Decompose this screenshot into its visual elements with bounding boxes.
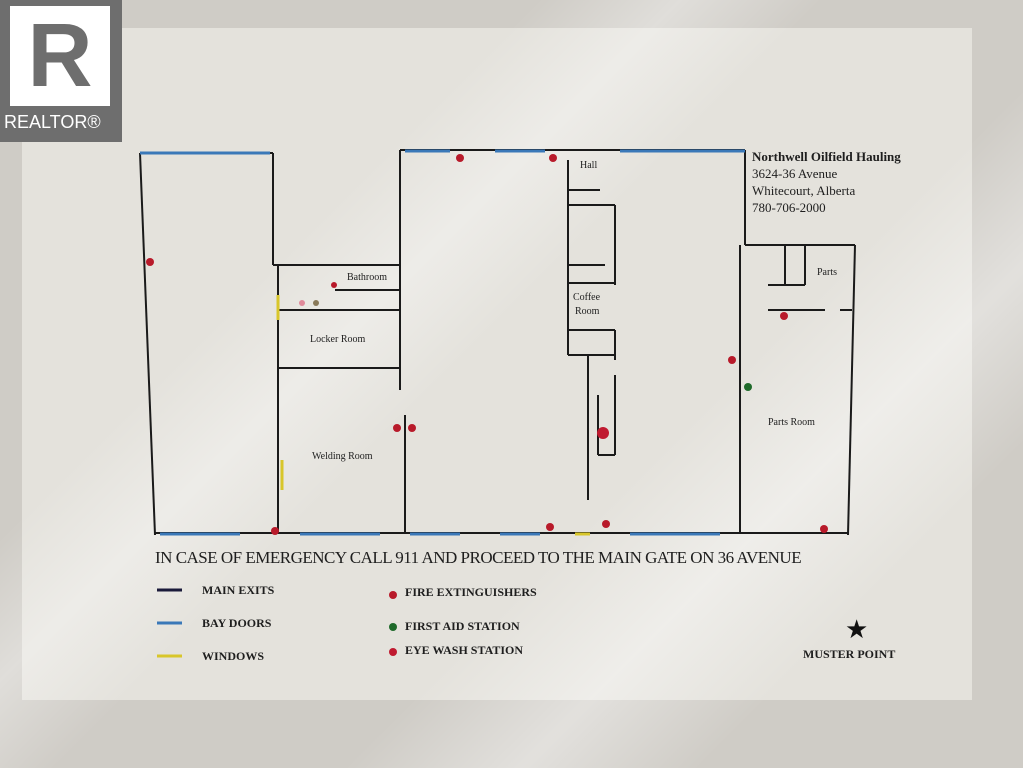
legend-muster-point: MUSTER POINT	[803, 647, 896, 661]
fire-extinguisher-marker	[146, 258, 154, 266]
company-city: Whitecourt, Alberta	[752, 183, 856, 198]
legend-bay-doors: BAY DOORS	[202, 616, 272, 630]
muster-point-star-icon: ★	[845, 615, 868, 644]
first-aid-marker	[744, 383, 752, 391]
fire-extinguisher-marker	[408, 424, 416, 432]
fire-extinguisher-marker	[271, 527, 279, 535]
legend-swatches: ★	[157, 588, 868, 658]
room-hall: Hall	[580, 160, 598, 171]
room-coffee-2: Room	[575, 306, 600, 317]
company-address: Northwell Oilfield Hauling 3624-36 Avenu…	[752, 148, 901, 216]
fire-extinguisher-marker	[393, 424, 401, 432]
fire-extinguisher-marker	[820, 525, 828, 533]
legend-first-aid: FIRST AID STATION	[405, 619, 520, 633]
legend-fire-extinguishers: FIRE EXTINGUISHERS	[405, 585, 537, 599]
fire-extinguisher-marker	[456, 154, 464, 162]
room-locker-room: Locker Room	[310, 334, 366, 345]
windows	[276, 295, 590, 536]
fire-extinguisher-swatch	[389, 591, 397, 599]
fire-extinguisher-marker	[728, 356, 736, 364]
eye-wash-swatch	[389, 648, 397, 656]
company-name: Northwell Oilfield Hauling	[752, 149, 901, 164]
legend-eye-wash: EYE WASH STATION	[405, 643, 524, 657]
room-welding-room: Welding Room	[312, 451, 373, 462]
fire-extinguisher-marker	[780, 312, 788, 320]
room-parts-room: Parts Room	[768, 417, 815, 428]
realtor-logo-text: REALTOR®	[4, 112, 101, 132]
bay-doors	[140, 149, 745, 536]
company-phone: 780-706-2000	[752, 200, 826, 215]
fire-extinguisher-marker	[549, 154, 557, 162]
legend-windows: WINDOWS	[202, 649, 265, 663]
eye-wash-marker	[299, 300, 305, 306]
company-street: 3624-36 Avenue	[752, 166, 838, 181]
realtor-r-icon: R	[10, 6, 110, 106]
legend-main-exits: MAIN EXITS	[202, 583, 275, 597]
floor-plan-sheet	[22, 28, 972, 700]
room-parts: Parts	[817, 267, 837, 278]
fire-extinguisher-marker	[546, 523, 554, 531]
room-coffee-1: Coffee	[573, 292, 601, 303]
markers	[146, 154, 828, 535]
fire-extinguisher-marker	[602, 520, 610, 528]
fire-extinguisher-marker	[331, 282, 337, 288]
emergency-notice: IN CASE OF EMERGENCY CALL 911 AND PROCEE…	[155, 548, 802, 567]
first-aid-swatch	[389, 623, 397, 631]
walls	[139, 149, 856, 536]
eye-wash-marker	[597, 427, 609, 439]
realtor-logo: R REALTOR®	[0, 0, 122, 142]
first-aid-marker	[313, 300, 319, 306]
room-bathroom: Bathroom	[347, 272, 387, 283]
